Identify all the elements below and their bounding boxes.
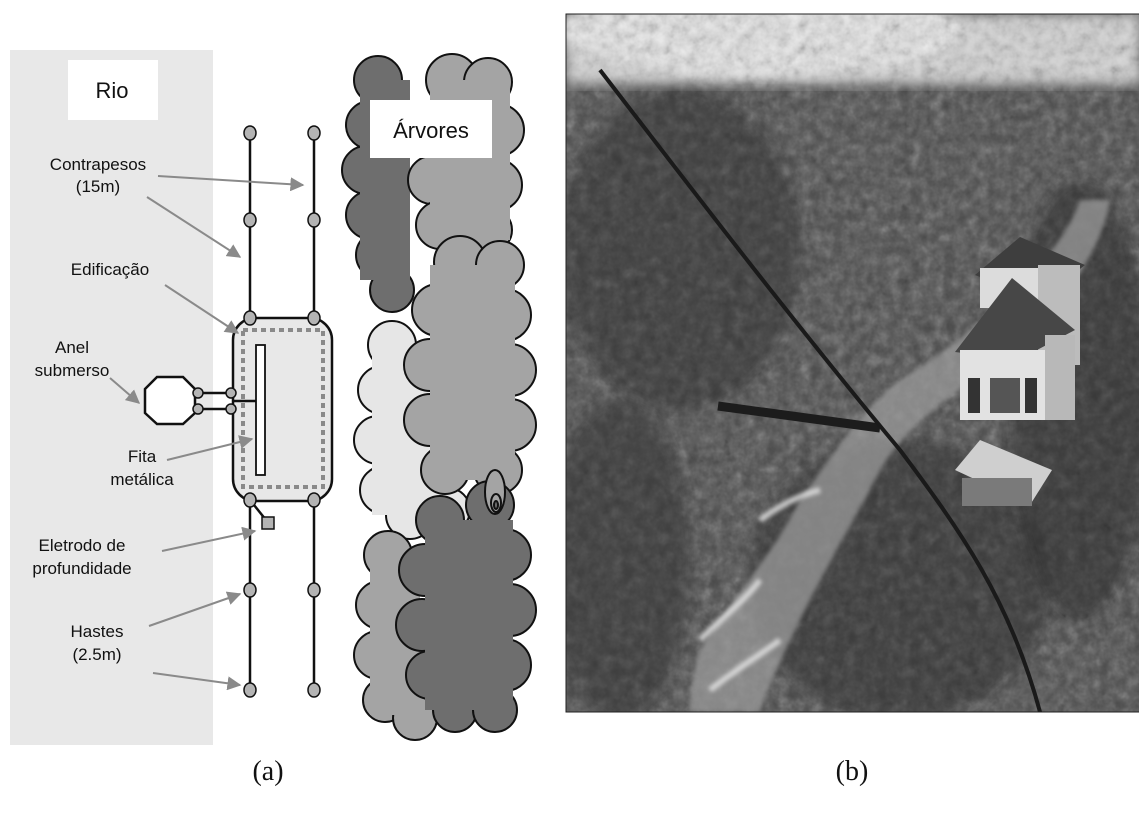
counterweights-label-2: (15m) [76, 177, 120, 196]
strip-label-1: Fita [128, 447, 157, 466]
trees-label-box [370, 100, 492, 158]
label-arrows [109, 175, 305, 691]
river-label: Rio [95, 78, 128, 103]
rods-label-1: Hastes [71, 622, 124, 641]
trees-label: Árvores [393, 118, 469, 143]
submerged-ring [143, 375, 197, 426]
strip-label-2: metálica [110, 470, 174, 489]
metal-strip [255, 344, 266, 476]
ground-rod-nodes [192, 125, 321, 698]
building-outline [231, 316, 334, 503]
trees-cluster [341, 53, 537, 741]
caption-b: (b) [836, 756, 869, 787]
photo-building [955, 237, 1085, 506]
caption-a: (a) [252, 756, 283, 787]
rods-label-2: (2.5m) [72, 645, 121, 664]
ring-label-1: Anel [55, 338, 89, 357]
electrode-label-2: profundidade [32, 559, 131, 578]
electrode-label-1: Eletrodo de [39, 536, 126, 555]
river-label-box [68, 60, 158, 120]
panel-a-diagram: Rio [10, 50, 537, 787]
counterweights-label-1: Contrapesos [50, 155, 146, 174]
tree-dark-bottom [395, 480, 537, 733]
building-dashed [241, 328, 325, 489]
depth-electrode [261, 516, 275, 530]
ring-label-2: submerso [35, 361, 110, 380]
building-label: Edificação [71, 260, 149, 279]
tree-dark-top [341, 55, 415, 313]
panel-b-photo [566, 14, 1139, 712]
